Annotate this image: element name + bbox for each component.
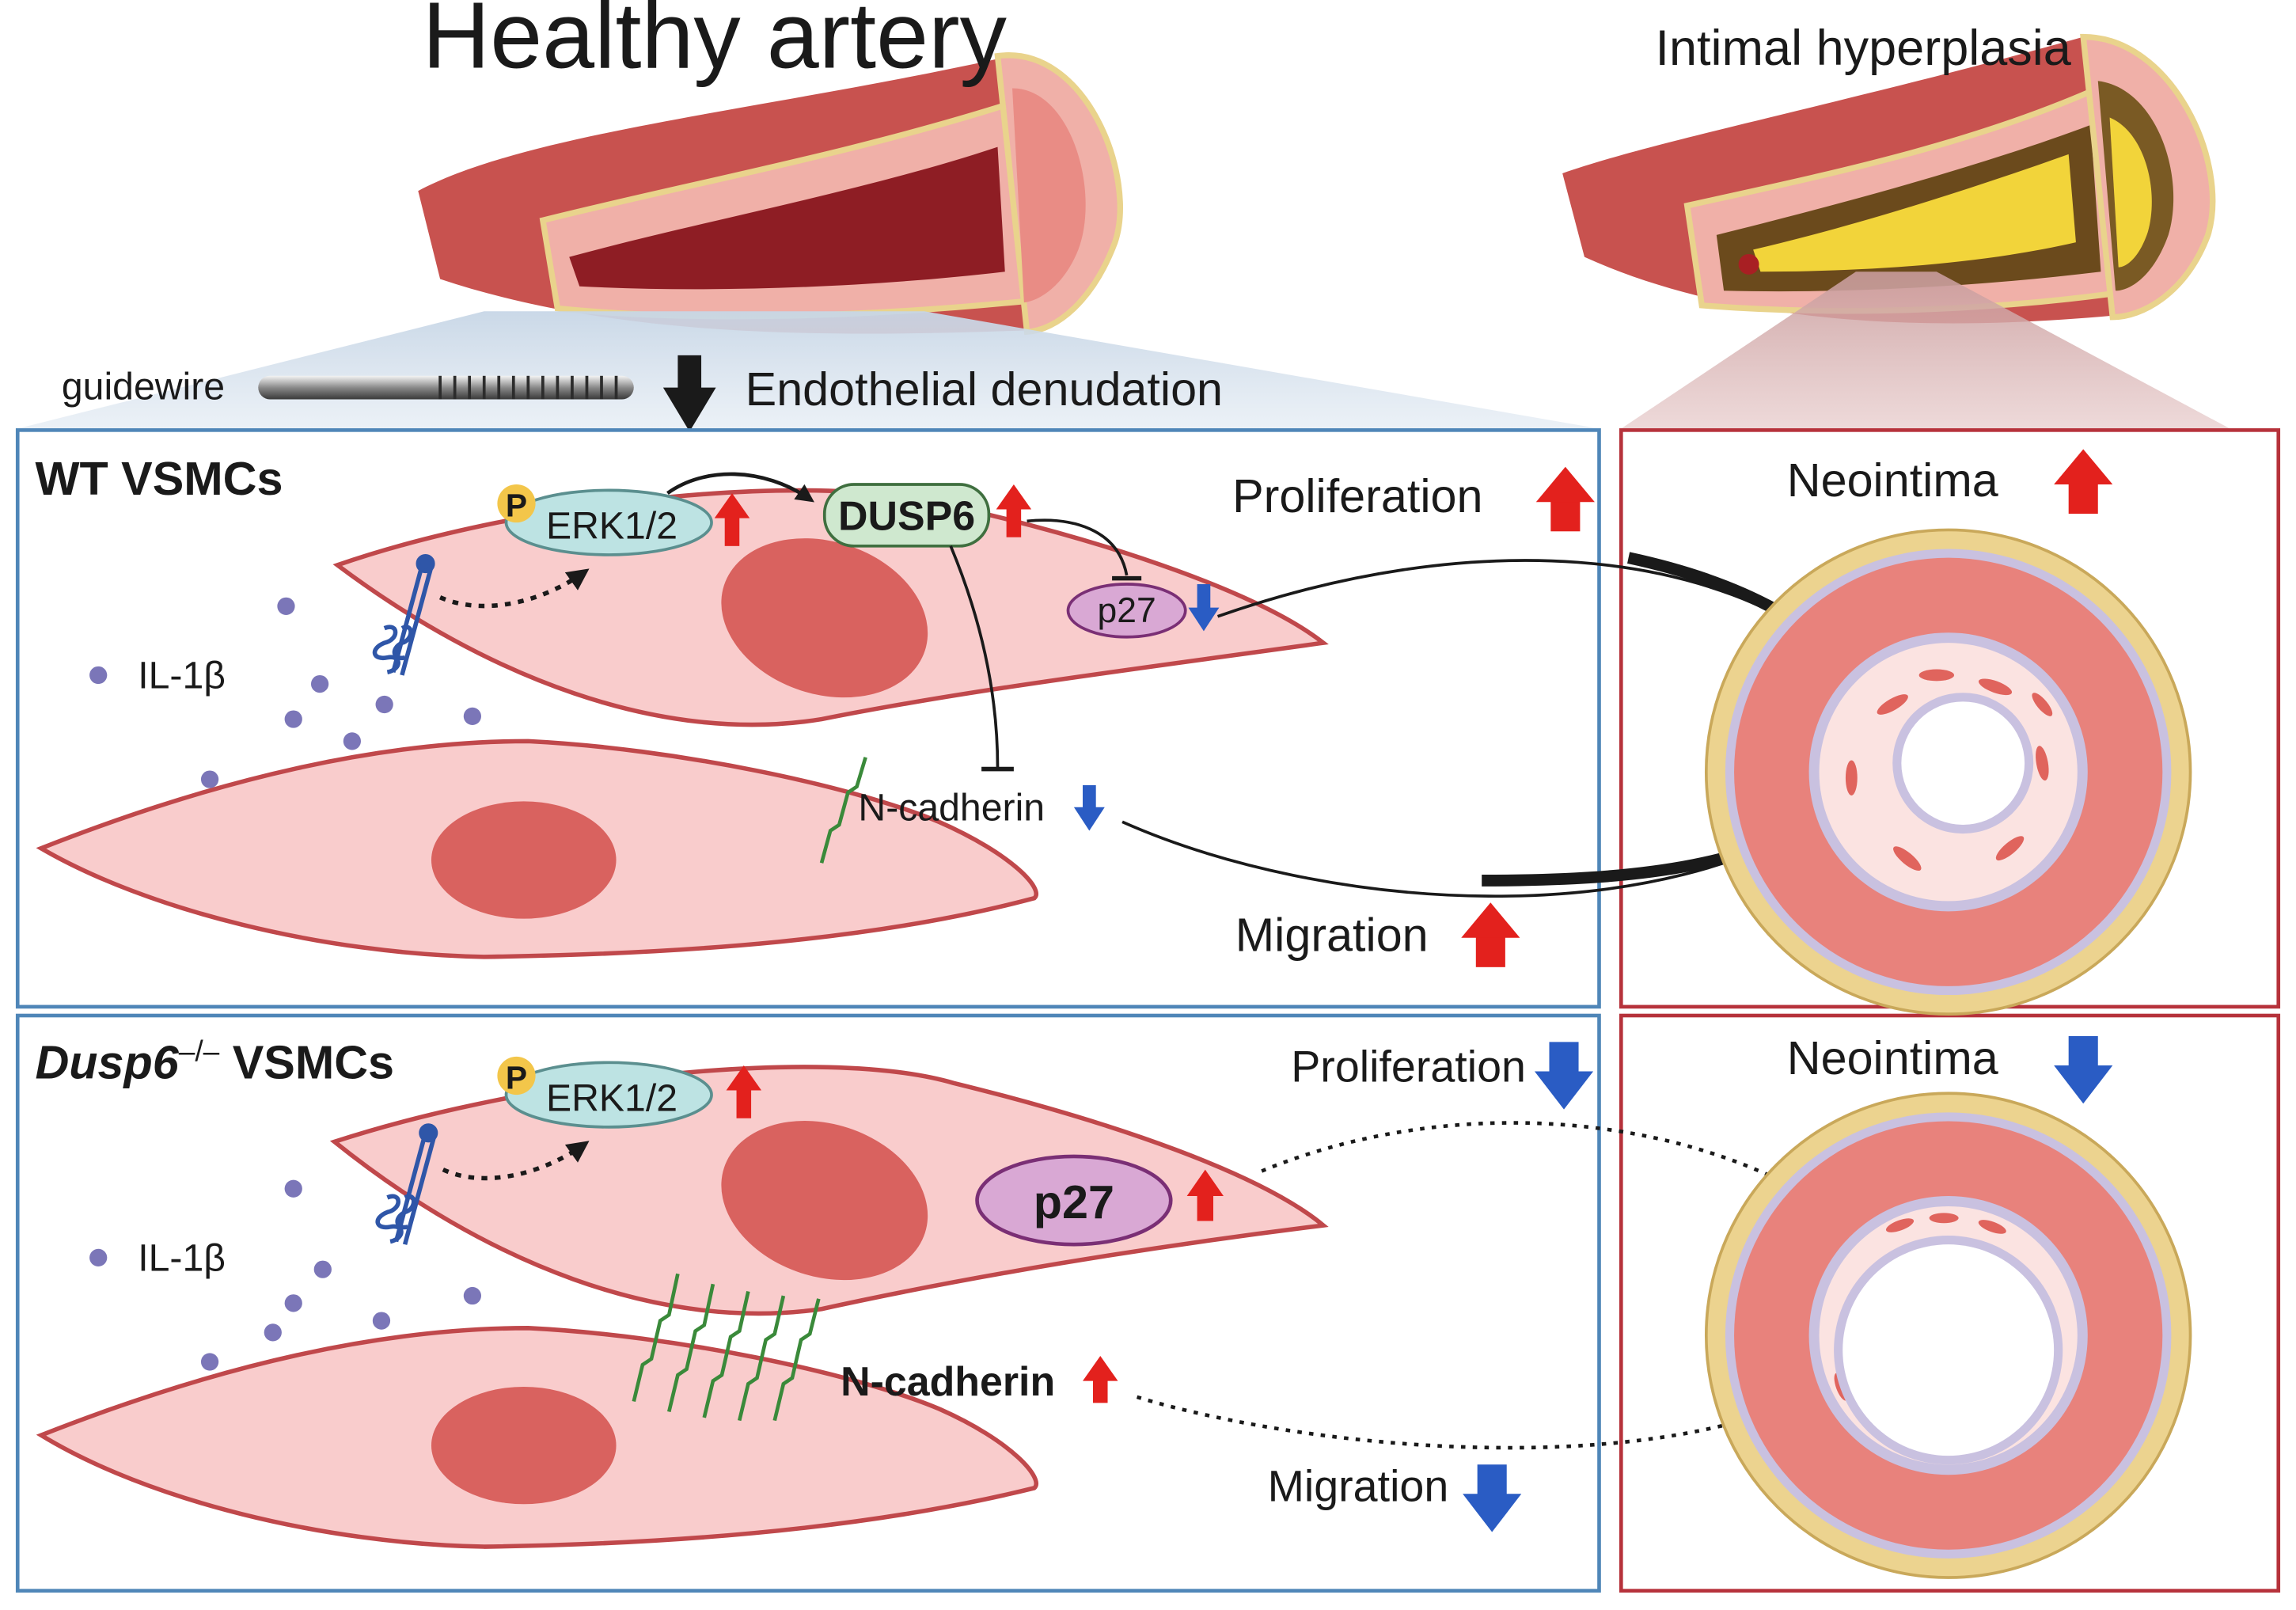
ko-title-rest: VSMCs [219,1036,394,1089]
wt-p27-node [1066,583,1187,639]
down-arrow-denudation-icon [662,355,716,432]
wt-receptor-icon [372,554,435,676]
healthy-artery-illustration [418,52,1123,336]
il1b-ligand-dots [89,597,482,788]
wt-neointima-label: Neointima [1787,454,1998,507]
wt-phospho-badge [497,484,536,523]
wt-ncadherin-label: N-cadherin [858,786,1045,829]
ko-title-superscript: –/– [179,1034,220,1067]
ko-upper-nucleus [721,1121,928,1281]
diseased-artery-illustration [1562,33,2216,324]
ko-migration-label: Migration [1268,1462,1449,1511]
wt-dusp6-node [822,483,991,548]
ko-ncadherin-label: N-cadherin [841,1358,1055,1404]
ko-il1b-ligand-dots [89,1179,482,1371]
ko-il1b-label: IL-1β [138,1237,226,1280]
ko-p27-node [975,1154,1173,1247]
ko-cadherin-junctions-icon [632,1273,821,1422]
wt-erk-label: ERK1/2 [546,505,677,548]
wt-dusp6-inhibits-ncadherin [949,545,1000,768]
wt-p27-label: p27 [1098,591,1156,630]
wt-proliferation-label: Proliferation [1232,469,1482,522]
wt-migration-label: Migration [1235,908,1429,961]
ko-neointima-down-arrow-icon [2054,1035,2113,1104]
ko-phospho-badge [497,1056,536,1095]
ko-migration-down-arrow-icon [1463,1464,1522,1532]
wt-upper-nucleus [721,538,928,698]
wt-cross-section-icon [1704,528,2192,1016]
ko-p27-label: p27 [1034,1175,1114,1228]
wt-proliferation-up-arrow-icon [1535,466,1595,532]
ko-proliferation-label: Proliferation [1291,1042,1526,1091]
ko-phospho-label: P [506,1060,527,1096]
wt-erk-node [504,488,713,556]
ko-proliferation-down-arrow-icon [1534,1042,1594,1110]
wt-dusp6-inhibits-p27 [1027,518,1129,576]
hyperplasia-title: Intimal hyperplasia [1655,21,2071,76]
wt-panel-title: WT VSMCs [35,452,283,505]
wt-receptor-signal-arrow [438,568,590,609]
ko-receptor-signal-arrow [442,1141,590,1181]
wt-erk-to-dusp6-arrow [666,472,814,503]
ko-neointima-label: Neointima [1787,1031,1998,1084]
wt-neointima-up-arrow-icon [2054,449,2113,515]
guidewire-label: guidewire [62,365,225,408]
wt-phospho-label: P [506,488,527,524]
guidewire-icon [258,375,634,400]
zoom-funnel-right [1621,271,2230,429]
wt-dusp6-label: DUSP6 [838,492,975,538]
ko-p27-up-arrow-icon [1186,1169,1224,1221]
denudation-label: Endothelial denudation [746,363,1223,416]
ko-erk-up-arrow-icon [726,1065,762,1118]
wt-erk-up-arrow-icon [714,493,750,546]
wt-migration-up-arrow-icon [1461,902,1520,967]
ko-erk-label: ERK1/2 [546,1076,677,1119]
ko-panel-title: Dusp6–/– VSMCs [35,1034,394,1088]
wt-p27-down-arrow-icon [1188,584,1220,632]
ko-ncadherin-up-arrow-icon [1083,1356,1118,1403]
wt-cadherin-junction-icon [819,757,867,864]
ko-cross-section-icon [1704,1092,2192,1579]
healthy-artery-title: Healthy artery [423,0,1008,89]
ko-title-gene: Dusp6 [35,1036,179,1089]
ko-receptor-icon [375,1123,438,1245]
wt-il1b-label: IL-1β [138,655,226,697]
ko-erk-node [504,1061,713,1129]
ko-lower-nucleus [431,1386,617,1505]
wt-dusp6-up-arrow-icon [996,484,1032,537]
wt-lower-nucleus [431,801,617,919]
wt-ncadherin-down-arrow-icon [1073,784,1105,831]
